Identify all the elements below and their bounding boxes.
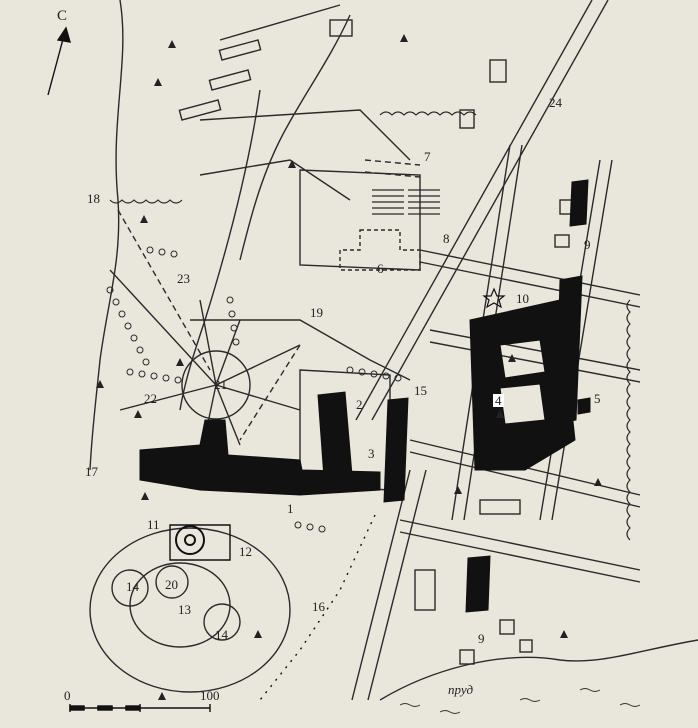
label-10: 10	[516, 291, 529, 306]
tree-rows	[106, 246, 402, 533]
building-9-top	[569, 179, 589, 227]
outbuilding	[479, 499, 521, 515]
scale-start: 0	[64, 688, 71, 703]
label-9-north: 9	[584, 237, 591, 252]
label-24: 24	[549, 95, 562, 110]
label-21: 21	[214, 377, 227, 392]
outbuilding	[178, 99, 222, 121]
label-19: 19	[310, 305, 323, 320]
label-11: 11	[147, 517, 160, 532]
garden-ring-20	[155, 565, 189, 599]
wood-edge-east	[626, 299, 631, 541]
park-outline	[190, 4, 411, 381]
label-22: 22	[144, 391, 157, 406]
building-2	[317, 391, 353, 479]
label-18: 18	[87, 191, 100, 206]
label-7: 7	[424, 149, 431, 164]
main-palace-1	[139, 419, 381, 496]
garden-loop-outer	[89, 527, 291, 693]
building-4	[469, 299, 576, 471]
avenue-ne	[355, 0, 609, 421]
outbuilding	[329, 19, 353, 37]
park-path-central	[179, 89, 261, 411]
outbuilding	[519, 639, 533, 653]
building-6-outline	[339, 229, 421, 271]
label-14-west: 14	[126, 579, 139, 594]
scale-bar	[69, 704, 211, 712]
label-16: 16	[312, 599, 325, 614]
label-8: 8	[443, 231, 450, 246]
label-1: 1	[287, 501, 294, 516]
court-7-8	[299, 169, 421, 271]
label-20: 20	[165, 577, 178, 592]
building-long-east	[555, 275, 583, 425]
grid-roads	[399, 144, 641, 583]
garden-loop-13	[129, 562, 231, 648]
label-12: 12	[239, 544, 252, 559]
pond-label: пруд	[448, 682, 474, 697]
label-4: 4	[493, 393, 504, 408]
label-9-south: 9	[478, 631, 485, 646]
wood-edge-north	[379, 111, 477, 116]
garden-ring-14b	[203, 603, 241, 641]
pond-waves	[399, 688, 641, 714]
label-5: 5	[594, 391, 601, 406]
outbuilding	[218, 39, 262, 61]
scale-end: 100	[200, 688, 220, 703]
outbuilding	[459, 649, 475, 665]
building-3-wing	[383, 397, 409, 503]
outbuilding	[499, 619, 515, 635]
label-23: 23	[177, 271, 190, 286]
road-south	[351, 469, 427, 701]
star-marker	[482, 287, 506, 309]
park-path-west	[89, 0, 124, 471]
rotunda-11	[169, 524, 231, 561]
dotted-path-16	[259, 514, 376, 701]
garden-ring-14a	[111, 569, 149, 607]
label-13: 13	[178, 602, 191, 617]
building-5	[577, 397, 591, 415]
label-6: 6	[377, 261, 384, 276]
compass-label: С	[57, 8, 68, 24]
outbuilding	[489, 59, 507, 83]
label-14-east: 14	[215, 627, 228, 642]
label-3: 3	[368, 446, 375, 461]
outbuilding	[208, 69, 252, 91]
rondel-21	[181, 350, 251, 420]
label-2: 2	[356, 397, 363, 412]
label-15: 15	[414, 383, 427, 398]
outbuilding	[414, 569, 436, 611]
label-17: 17	[85, 464, 98, 479]
outbuilding	[459, 109, 475, 129]
wood-edge-west	[109, 199, 183, 204]
building-lower	[465, 555, 491, 613]
parterre-8	[372, 189, 440, 215]
north-arrow-icon	[47, 26, 71, 96]
park-path-north	[199, 109, 411, 201]
pond-shore	[379, 639, 698, 701]
tree-symbols	[96, 34, 602, 700]
outbuilding	[554, 234, 570, 248]
